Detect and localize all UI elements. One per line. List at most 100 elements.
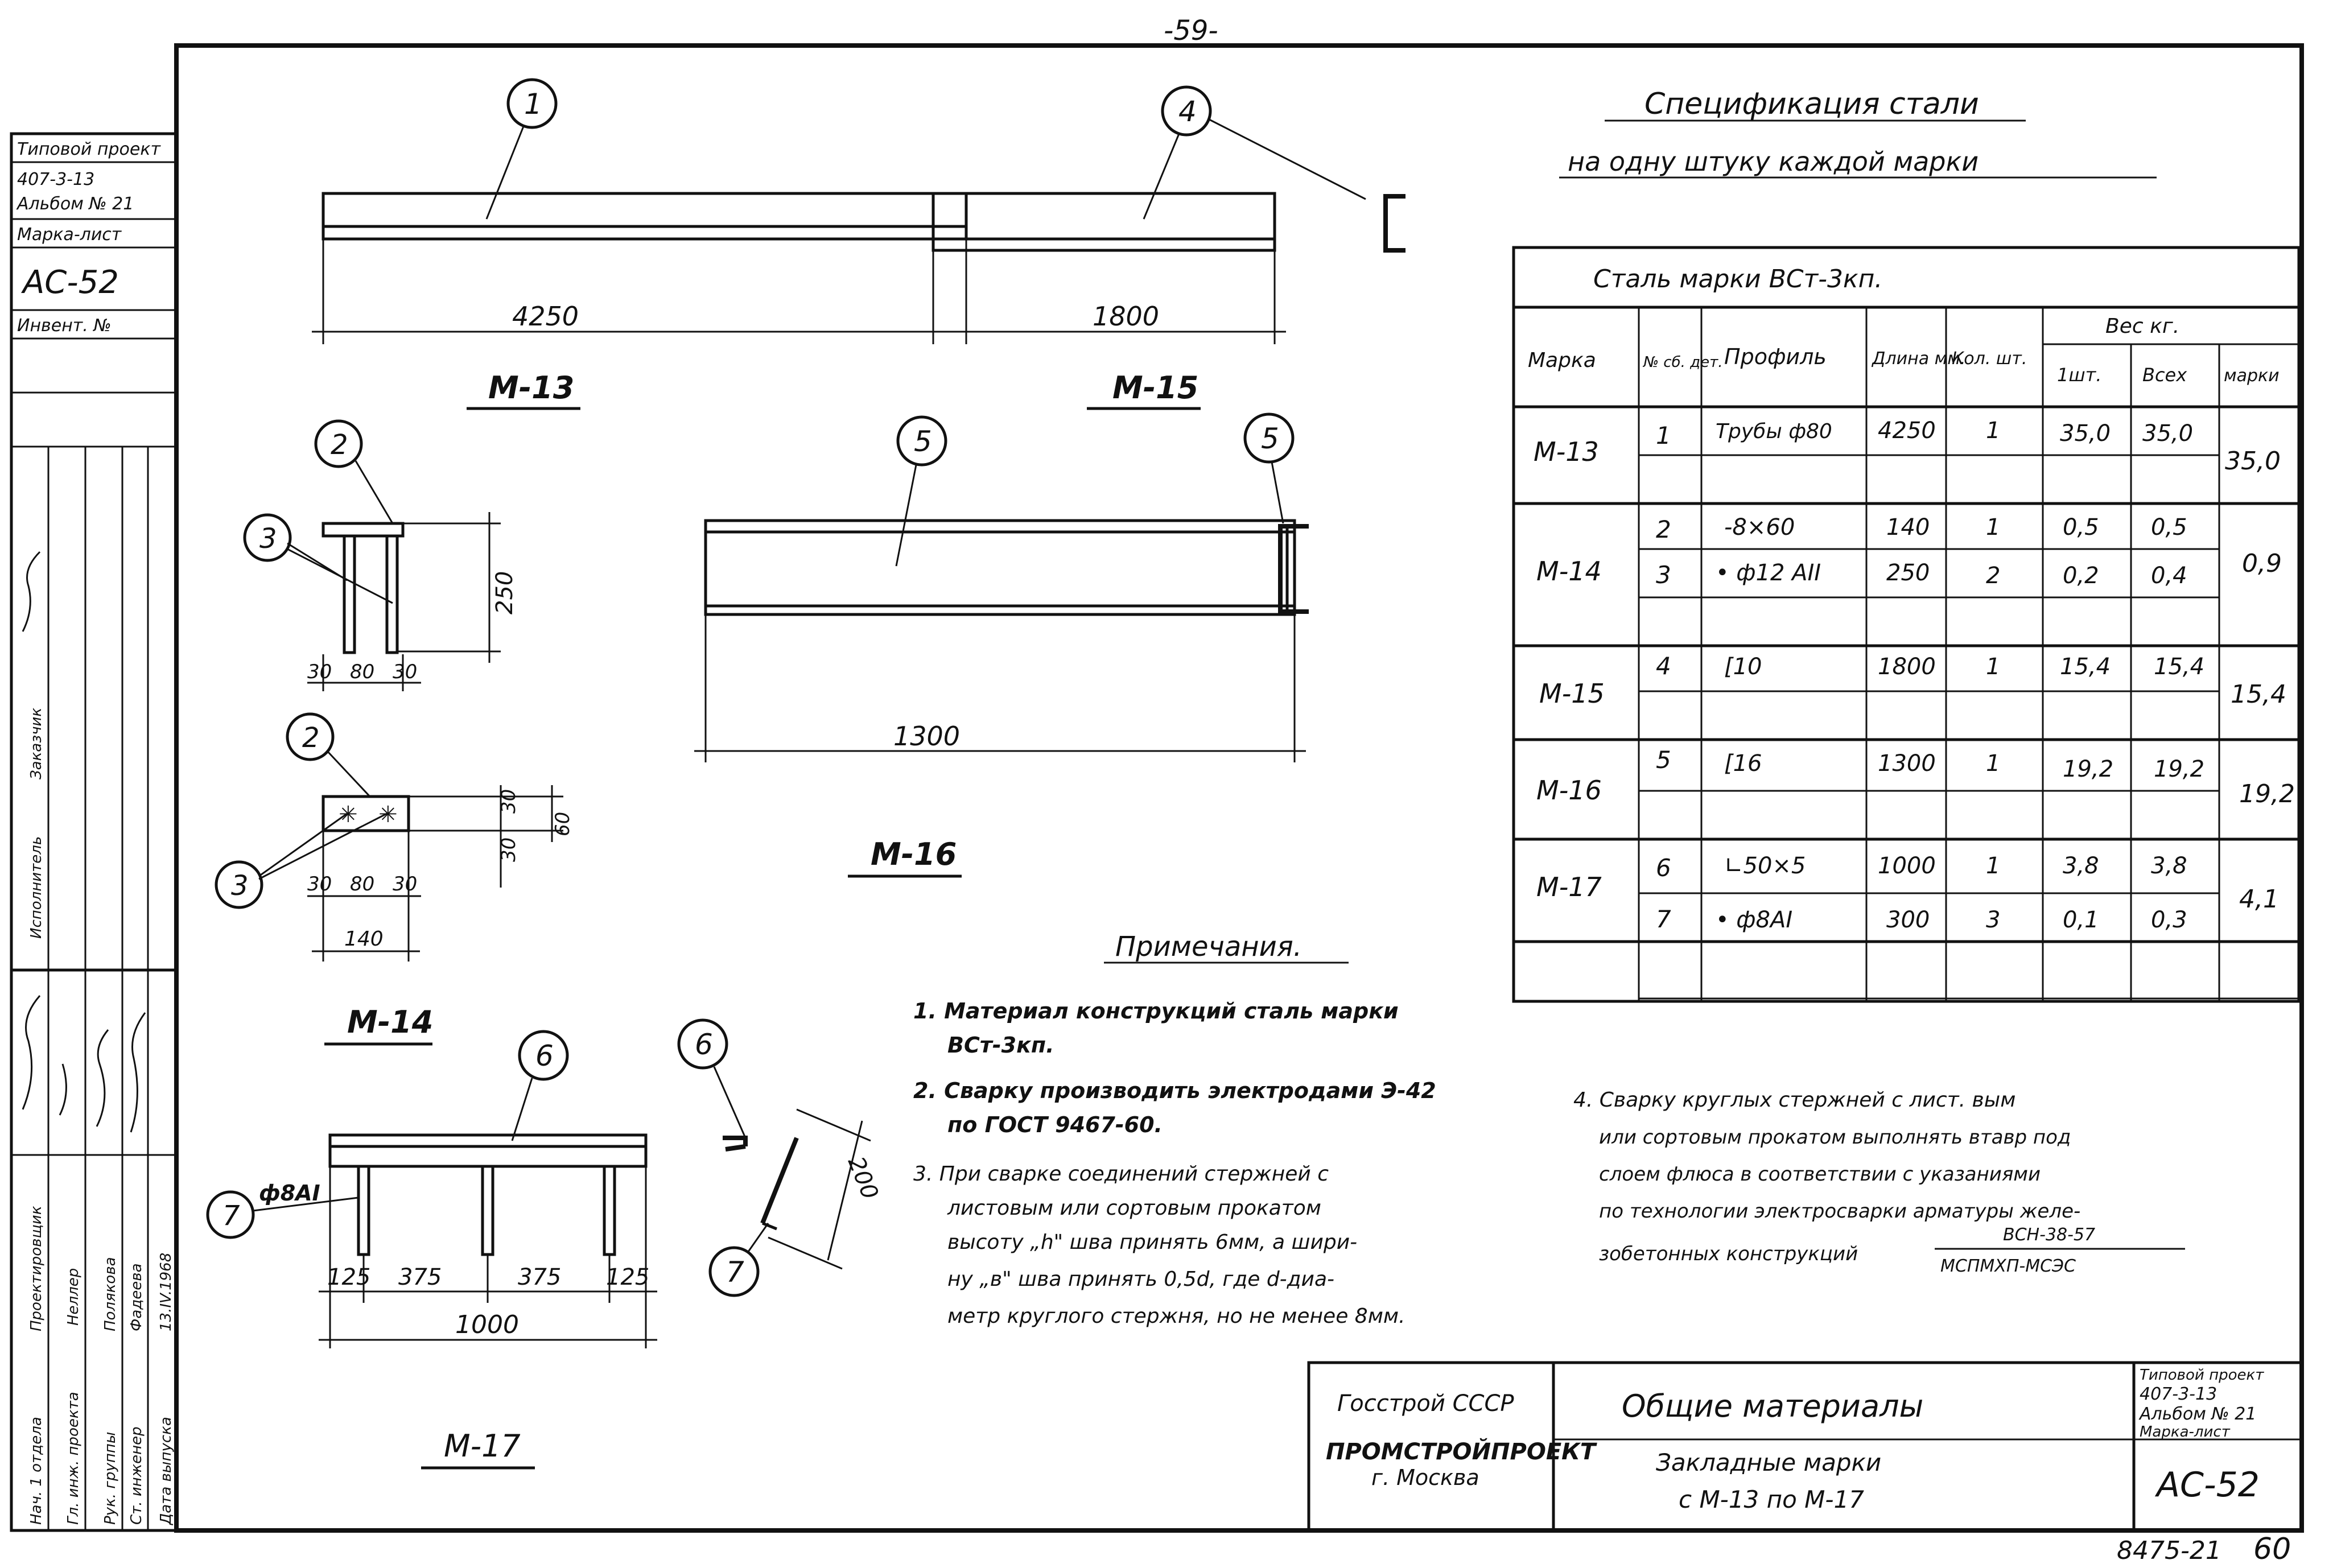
stamp-role-issue-date: Дата выпуска [158, 1417, 175, 1525]
stamp-sheet-mark: АС-52 [21, 264, 119, 301]
callout-m14-bar-2: 3 [231, 870, 249, 902]
spec-cell-profile: • ф12 АII [1716, 560, 1821, 586]
stamp-role-head: Нач. 1 отдела [28, 1417, 45, 1525]
page-number: -59- [1164, 15, 1218, 47]
dim-m14-h3: 60 [551, 812, 574, 836]
spec-cell-length: 1300 [1878, 750, 1936, 777]
spec-cell-length: 300 [1886, 907, 1930, 933]
spec-cell-profile: [10 [1724, 654, 1762, 680]
spec-cell-w1: 19,2 [2063, 756, 2113, 782]
spec-mark: М-13 [1534, 436, 1599, 467]
channel-section-m16 [1278, 524, 1309, 614]
notes: Примечания. 1. Материал конструкций стал… [913, 931, 2185, 1328]
note-2a: 2. Сварку производить электродами Э-42 [913, 1078, 1436, 1103]
spec-cell-wall: 3,8 [2151, 853, 2187, 879]
spec-steel: Сталь марки ВСт-3кп. [1593, 265, 1882, 294]
channel-section-m15 [1383, 194, 1406, 253]
spec-total: 35,0 [2225, 447, 2281, 476]
spec-cell-w1: 35,0 [2060, 420, 2111, 447]
spec-header-qty: Кол. шт. [1952, 349, 2027, 369]
stamp-sheet-label: Марка-лист [17, 225, 122, 245]
spec-mark: М-15 [1539, 678, 1605, 709]
note-3d: ну „в" шва принять 0,5d, где d-диа- [947, 1268, 1334, 1291]
spec-total: 19,2 [2239, 779, 2295, 808]
stamp-role-group-lead: Рук. группы [102, 1432, 119, 1525]
bar-m14-right [385, 534, 399, 654]
dim-m14-plate-width: 140 [344, 927, 384, 951]
spec-cell-no: 4 [1656, 652, 1671, 680]
drawing-m14: 2 3 250 30 80 30 2 ✳ ✳ 3 30 30 60 [215, 419, 574, 1046]
tb-org1: Госстрой СССР [1337, 1390, 1514, 1417]
spec-cell-no: 1 [1656, 422, 1671, 449]
spec-cell-profile: Трубы ф80 [1716, 420, 1832, 443]
weld-icon: ✳ [378, 802, 398, 828]
stamp-name-issue-date: 13.IV.1968 [158, 1253, 175, 1331]
drawing-m16: 5 1300 М-16 5 [694, 412, 1309, 878]
note-4b: или сортовым прокатом выполнять втавр по… [1599, 1126, 2071, 1149]
dim-m14-h2: 30 [497, 837, 520, 862]
stamp-name-group-lead: Полякова [102, 1257, 119, 1331]
callout-m14-bar: 3 [259, 523, 277, 555]
spec-cell-length: 1800 [1878, 654, 1936, 680]
drawing-m13: 1 4250 М-13 [312, 78, 978, 410]
note-4c: слоем флюса в соответствии с указаниями [1599, 1163, 2041, 1186]
note-1b: ВСт-3кп. [947, 1033, 1054, 1058]
spec-header-mark: Марка [1528, 349, 1596, 372]
dim-m14-w2: 80 [350, 661, 374, 683]
bar-m17-3 [603, 1165, 616, 1256]
bar-m14-left [343, 534, 356, 654]
tb-title: Общие материалы [1622, 1388, 1923, 1424]
dim-m17-d4: 125 [606, 1264, 649, 1290]
dim-m17-d2: 375 [398, 1264, 442, 1290]
spec-cell-profile: -8×60 [1724, 514, 1795, 540]
plate-m14-plan [322, 795, 410, 832]
dim-m17-total: 1000 [455, 1310, 519, 1339]
label-m15: М-15 [1112, 370, 1198, 406]
spec-cell-profile: • ф8АI [1716, 907, 1792, 933]
spec-cell-wall: 0,3 [2151, 907, 2187, 933]
note-3b: листовым или сортовым прокатом [947, 1196, 1321, 1220]
callout-m15: 4 [1178, 95, 1197, 128]
spec-cell-no: 5 [1656, 746, 1671, 774]
dim-m17-d3: 375 [518, 1264, 561, 1290]
callout-m17-bar: 7 [222, 1200, 240, 1232]
spec-cell-length: 140 [1886, 514, 1930, 540]
dim-m14-w3: 30 [393, 661, 417, 683]
stamp-name-chief-eng: Неллер [65, 1268, 82, 1326]
callout-m17-angle: 6 [535, 1039, 554, 1072]
spec-title: Спецификация стали [1644, 87, 1979, 121]
spec-cell-qty: 1 [1986, 654, 2000, 680]
bar-m17-2 [481, 1165, 494, 1256]
angle-m17 [328, 1133, 648, 1168]
bar-section-m17 [760, 1137, 799, 1224]
spec-cell-w1: 15,4 [2060, 654, 2111, 680]
spec-cell-qty: 2 [1986, 563, 2000, 589]
weld-icon: ✳ [339, 802, 358, 828]
note-1a: 1. Материал конструкций сталь марки [913, 998, 1399, 1024]
spec-cell-w1: 0,2 [2063, 563, 2099, 589]
dim-m14-pw1: 30 [307, 873, 332, 896]
callout-m17-bar-section: 7 [726, 1256, 744, 1289]
bar-m17-1 [357, 1165, 370, 1256]
dim-m15-length: 1800 [1093, 301, 1159, 332]
label-m17-bar: ф8АI [259, 1181, 320, 1206]
note-4d: по технологии электросварки арматуры жел… [1599, 1200, 2080, 1223]
plate-m14-side [322, 522, 405, 538]
spec-cell-qty: 1 [1986, 514, 2000, 540]
spec-table: Спецификация стали на одну штуку каждой … [1512, 87, 2301, 1003]
spec-cell-wall: 0,5 [2151, 514, 2187, 540]
spec-cell-wall: 35,0 [2142, 420, 2193, 447]
stamp-role-senior-eng: Ст. инженер [128, 1426, 145, 1525]
label-m17: М-17 [444, 1428, 521, 1464]
spec-header-profile: Профиль [1724, 344, 1827, 369]
sheet-number: 60 [2253, 1532, 2291, 1566]
spec-cell-qty: 1 [1986, 853, 2000, 879]
tb-project-code: 407-3-13 [2140, 1384, 2217, 1404]
spec-header-w-mark: марки [2224, 366, 2280, 386]
sheet-code: 8475-21 [2117, 1536, 2221, 1565]
spec-header-part-no: № сб. дет. [1642, 354, 1723, 371]
drawing-m17: 6 7 ф8АI 125 375 375 125 1000 М-17 6 2 [206, 1018, 883, 1470]
spec-cell-no: 7 [1656, 905, 1671, 933]
title-block: Госстрой СССР ПРОМСТРОЙПРОЕКТ г. Москва … [1307, 1361, 2303, 1532]
